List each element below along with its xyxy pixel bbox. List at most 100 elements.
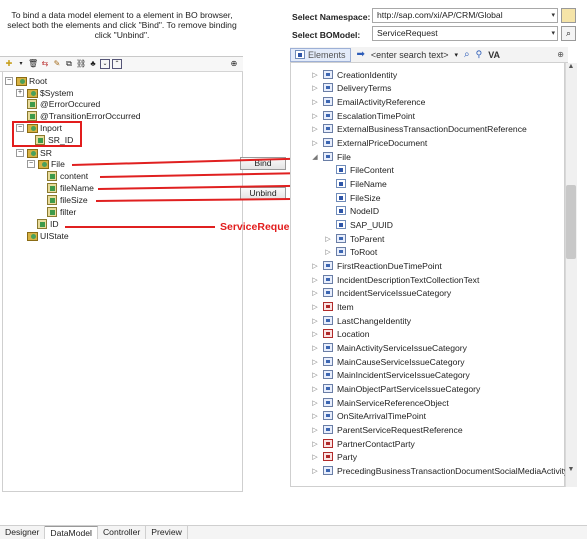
chevron-down-icon[interactable]: ▾ (551, 30, 555, 37)
search-input[interactable]: <enter search text> (370, 49, 449, 60)
tab-datamodel[interactable]: DataModel (45, 526, 98, 539)
expand-arrow-icon[interactable]: ▷ (312, 303, 318, 311)
expand-arrow-icon[interactable]: ▷ (312, 112, 318, 120)
expand-arrow-icon[interactable]: ▷ (312, 399, 318, 407)
scrollbar-thumb[interactable] (566, 185, 576, 259)
search-options-icon[interactable]: ⚲ (475, 49, 483, 59)
tree-node-filesize[interactable]: fileSize (47, 194, 88, 205)
vertical-scrollbar[interactable] (565, 63, 577, 487)
bo-node[interactable]: ▷MainIncidentServiceIssueCategory (312, 369, 470, 380)
bo-element-filecontent[interactable]: FileContent (336, 164, 394, 175)
bo-association-toparent[interactable]: ▷ToParent (325, 233, 385, 244)
expand-arrow-icon[interactable]: ▷ (312, 317, 318, 325)
elements-toggle[interactable]: Elements (290, 47, 351, 62)
bo-association-toroot[interactable]: ▷ToRoot (325, 246, 378, 257)
bo-node[interactable]: ▷PrecedingBusinessTransactionDocumentSoc… (312, 465, 577, 476)
tree-node-error-occured[interactable]: @ErrorOccured (27, 98, 100, 109)
bo-node[interactable]: ▷FirstReactionDueTimePoint (312, 260, 442, 271)
collapse-icon[interactable]: − (5, 76, 13, 85)
search-bomodel-icon[interactable]: ⌕ (561, 26, 576, 41)
search-icon[interactable]: ⌕ (463, 49, 470, 60)
bo-element-nodeid[interactable]: NodeID (336, 205, 379, 216)
delete-icon[interactable]: 🗑 (28, 59, 39, 68)
expand-arrow-icon[interactable]: ▷ (312, 358, 318, 366)
expand-arrow-icon[interactable]: ▷ (312, 125, 318, 133)
bo-node[interactable]: ▷LastChangeIdentity (312, 315, 412, 326)
bo-node[interactable]: ▷MainCauseServiceIssueCategory (312, 356, 465, 367)
tree-node-sr-id[interactable]: SR_ID (35, 134, 73, 145)
expand-arrow-icon[interactable]: ▷ (312, 262, 318, 270)
bo-node[interactable]: ▷MainActivityServiceIssueCategory (312, 342, 467, 353)
bo-node[interactable]: ▷MainServiceReferenceObject (312, 397, 449, 408)
bo-node[interactable]: ▷IncidentDescriptionTextCollectionText (312, 274, 480, 285)
tree-node-filter[interactable]: filter (47, 206, 76, 217)
tree-node-inport[interactable]: − Inport (16, 122, 62, 133)
tree-node-sr[interactable]: − SR (16, 147, 52, 158)
tree-node-file[interactable]: − File (27, 158, 65, 169)
collapse-icon[interactable]: − (16, 123, 24, 132)
bo-node[interactable]: ▷ExternalPriceDocument (312, 137, 428, 148)
expand-arrow-icon[interactable]: ▷ (312, 139, 318, 147)
expand-arrow-icon[interactable]: ▷ (312, 98, 318, 106)
bo-node[interactable]: ▷Item (312, 301, 354, 312)
bo-node[interactable]: ▷Location (312, 328, 370, 339)
va-button[interactable]: VA (488, 49, 501, 60)
scroll-up-icon[interactable]: ▲ (567, 63, 575, 70)
namespace-select[interactable]: http://sap.com/xi/AP/CRM/Global ▾ (372, 8, 558, 23)
collapse-icon[interactable]: − (16, 148, 24, 157)
tree-node-root[interactable]: − Root (5, 75, 48, 86)
expand-arrow-icon[interactable]: ▷ (312, 276, 318, 284)
browse-namespace-icon[interactable] (561, 8, 576, 23)
expand-arrow-icon[interactable]: ▷ (312, 330, 318, 338)
chevron-down-icon[interactable]: ▾ (551, 12, 555, 19)
expand-arrow-icon[interactable]: ▷ (312, 385, 318, 393)
expand-arrow-icon[interactable]: ▷ (312, 412, 318, 420)
bo-node[interactable]: ▷MainObjectPartServiceIssueCategory (312, 383, 481, 394)
expand-arrow-icon[interactable]: ▷ (312, 440, 318, 448)
bo-node[interactable]: ▷IncidentServiceIssueCategory (312, 287, 452, 298)
tab-designer[interactable]: Designer (0, 526, 46, 539)
go-arrow-icon[interactable]: ➡ (356, 49, 365, 60)
bo-node[interactable]: ▷CreationIdentity (312, 69, 398, 80)
expand-arrow-icon[interactable]: ▷ (312, 84, 318, 92)
tab-preview[interactable]: Preview (146, 526, 188, 539)
pin-icon[interactable]: ⊕ (230, 59, 238, 68)
bo-node[interactable]: ▷OnSiteArrivalTimePoint (312, 410, 426, 421)
expand-all-icon[interactable]: ⌄ (100, 59, 110, 69)
bo-node[interactable]: ▷EmailActivityReference (312, 96, 426, 107)
bo-node[interactable]: ▷ExternalBusinessTransactionDocumentRefe… (312, 123, 527, 134)
tree-node-content[interactable]: content (47, 170, 88, 181)
bo-element-filename[interactable]: FileName (336, 178, 387, 189)
collapse-arrow-icon[interactable]: ◢ (312, 153, 318, 161)
expand-arrow-icon[interactable]: ▷ (312, 289, 318, 297)
tree-node-filename[interactable]: fileName (47, 182, 94, 193)
edit-icon[interactable]: ✎ (53, 59, 61, 68)
bo-node-file[interactable]: ◢File (312, 151, 351, 162)
scroll-down-icon[interactable]: ▼ (567, 466, 575, 473)
tree-node-transition-error[interactable]: @TransitionErrorOccurred (27, 110, 141, 121)
bo-node[interactable]: ▷ParentServiceRequestReference (312, 424, 463, 435)
bo-node[interactable]: ▷DeliveryTerms (312, 82, 392, 93)
bo-element-filesize[interactable]: FileSize (336, 192, 381, 203)
tree-node-uistate[interactable]: UIState (27, 230, 69, 241)
bo-node[interactable]: ▷EscalationTimePoint (312, 110, 416, 121)
move-icon[interactable]: ⇆ (41, 59, 49, 68)
tree-node-system[interactable]: + $System (16, 87, 74, 98)
expand-arrow-icon[interactable]: ▷ (312, 71, 318, 79)
chevron-down-icon[interactable]: ▾ (454, 51, 458, 59)
bo-element-sap-uuid[interactable]: SAP_UUID (336, 219, 393, 230)
bo-node[interactable]: ▷PartnerContactParty (312, 438, 415, 449)
tab-controller[interactable]: Controller (98, 526, 147, 539)
hierarchy-icon[interactable]: ♣ (90, 59, 96, 68)
expand-arrow-icon[interactable]: ▷ (325, 235, 331, 243)
expand-icon[interactable]: + (16, 88, 24, 97)
dropdown-arrow-icon[interactable]: ▾ (19, 61, 23, 67)
tree-node-id[interactable]: ID (37, 218, 59, 229)
expand-arrow-icon[interactable]: ▷ (312, 453, 318, 461)
bo-node[interactable]: ▷Party (312, 451, 358, 462)
expand-arrow-icon[interactable]: ▷ (312, 467, 318, 475)
expand-arrow-icon[interactable]: ▷ (312, 426, 318, 434)
expand-arrow-icon[interactable]: ▷ (312, 344, 318, 352)
pin-icon[interactable]: ⊕ (557, 50, 564, 59)
collapse-all-icon[interactable]: ⌃ (112, 59, 122, 69)
